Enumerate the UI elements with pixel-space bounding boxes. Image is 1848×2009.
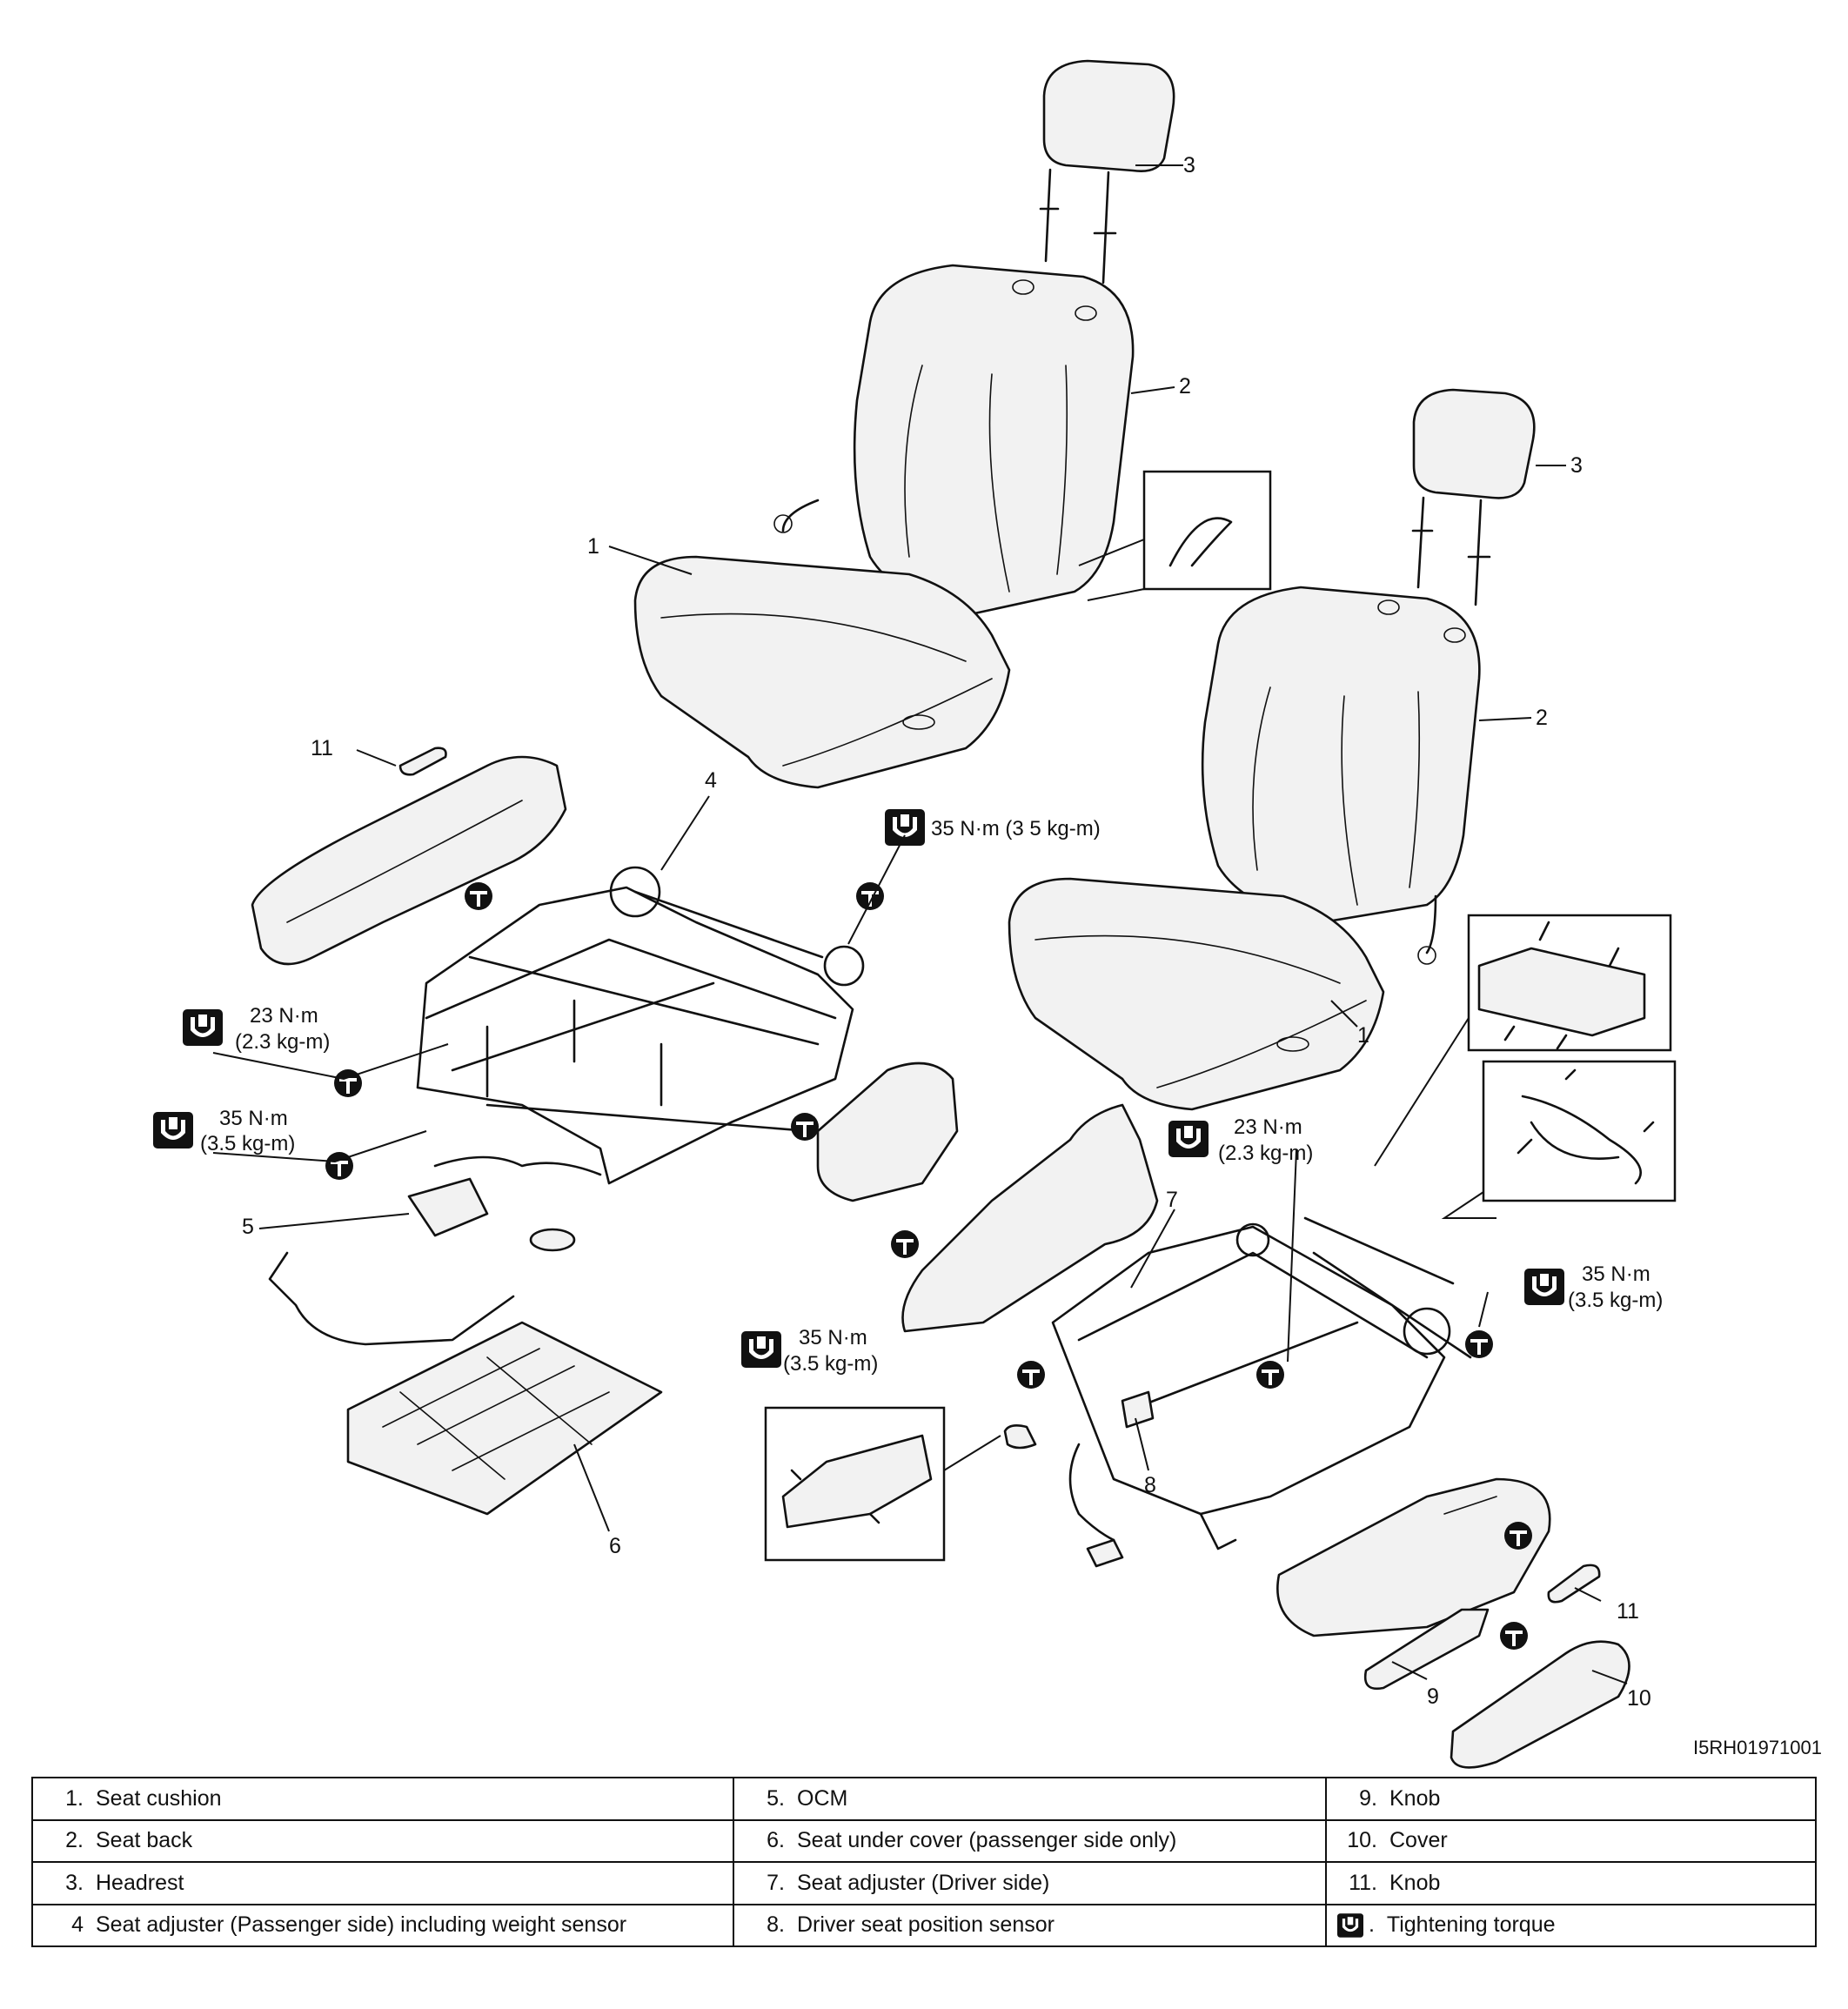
passenger-side-cover: [251, 755, 567, 966]
torque-label: (2.3 kg-m): [235, 1030, 330, 1054]
label-6: 6: [609, 1534, 621, 1558]
table-row: 1.Seat cushion 5.OCM 9.Knob: [31, 1777, 1817, 1821]
label-3: 3: [1570, 453, 1583, 478]
table-row: 2.Seat back 6.Seat under cover (passenge…: [31, 1818, 1817, 1863]
driver-seat-back: [1201, 586, 1481, 965]
legend-cell: 7.Seat adjuster (Driver side): [733, 1861, 1327, 1905]
passenger-side-trim: [816, 1061, 959, 1202]
table-row: 3.Headrest 7.Seat adjuster (Driver side)…: [31, 1861, 1817, 1905]
seat-exploded-diagram: 3 2 1 3 2 1 11 4 5 6 7 8 9 11 10 35 N·m …: [153, 59, 1677, 1769]
torque-label: 35 N·m: [1582, 1262, 1650, 1286]
label-4: 4: [705, 768, 717, 793]
driver-cover-10: [1450, 1640, 1630, 1769]
torque-label: (3.5 kg-m): [783, 1352, 878, 1376]
knob-detail-box-left: [764, 1406, 1037, 1562]
driver-seat-cushion: [1008, 877, 1385, 1111]
legend-cell: 8.Driver seat position sensor: [733, 1903, 1327, 1947]
label-5: 5: [242, 1215, 254, 1239]
label-7: 7: [1166, 1188, 1178, 1212]
driver-knob-11: [1547, 1564, 1601, 1604]
reference-code: I5RH01971001: [1692, 1737, 1822, 1758]
driver-knob-9: [1363, 1608, 1490, 1691]
torque-label: 23 N·m: [250, 1004, 318, 1028]
legend-cell: 10.Cover: [1325, 1818, 1817, 1863]
label-9: 9: [1427, 1684, 1439, 1709]
torque-label: (3.5 kg-m): [1568, 1289, 1663, 1312]
legend-cell: 3.Headrest: [31, 1861, 734, 1905]
tightening-torque-icon: [1337, 1913, 1363, 1939]
ocm-module: [407, 1155, 602, 1252]
legend-cell: 5.OCM: [733, 1777, 1327, 1821]
recliner-detail-box: [1078, 470, 1272, 601]
passenger-knob-11: [398, 747, 447, 776]
driver-seat-position-sensor: [1068, 1390, 1155, 1568]
driver-side-cover: [901, 1103, 1159, 1333]
label-2: 2: [1536, 706, 1548, 730]
label-10: 10: [1627, 1686, 1651, 1711]
legend-cell: 1.Seat cushion: [31, 1777, 734, 1821]
passenger-seat-back: [773, 264, 1135, 615]
torque-label: 35 N·m: [799, 1326, 867, 1349]
driver-headrest: [1411, 388, 1536, 606]
tightening-torque-icon: [885, 809, 925, 846]
legend-cell: 2.Seat back: [31, 1818, 734, 1863]
label-1: 1: [587, 534, 599, 559]
tightening-torque-icon: [183, 1009, 223, 1046]
seat-under-cover: [268, 1251, 663, 1516]
label-2: 2: [1179, 374, 1191, 398]
tightening-torque-icon: [741, 1331, 781, 1368]
rod: [1303, 1216, 1455, 1285]
torque-label: (3.5 kg-m): [200, 1132, 295, 1155]
legend-cell: 11.Knob: [1325, 1861, 1817, 1905]
legend-cell: 9.Knob: [1325, 1777, 1817, 1821]
torque-label: 35 N·m: [219, 1107, 288, 1130]
tightening-torque-icon: [153, 1112, 193, 1148]
torque-label: (2.3 kg-m): [1218, 1142, 1313, 1165]
passenger-seat-adjuster: [416, 866, 865, 1185]
leader-lines: [212, 164, 1628, 1684]
torque-label: 35 N·m (3 5 kg-m): [931, 817, 1101, 840]
label-11: 11: [311, 736, 333, 760]
tightening-torque-icon: [1168, 1121, 1209, 1157]
passenger-headrest: [1039, 59, 1175, 285]
label-3: 3: [1183, 153, 1195, 177]
tightening-torque-icon: [1524, 1269, 1564, 1305]
parts-legend-table: 1.Seat cushion 5.OCM 9.Knob 2.Seat back …: [31, 1777, 1817, 1947]
legend-cell: 6.Seat under cover (passenger side only): [733, 1818, 1327, 1863]
label-8: 8: [1144, 1473, 1156, 1497]
knob-detail-box-upper: [1374, 914, 1672, 1167]
passenger-seat-cushion: [633, 555, 1011, 789]
label-1: 1: [1357, 1023, 1369, 1048]
label-11: 11: [1617, 1599, 1639, 1624]
torque-label: 23 N·m: [1234, 1115, 1302, 1139]
legend-cell: . Tightening torque: [1325, 1903, 1817, 1947]
driver-seat-adjuster: [1051, 1222, 1472, 1550]
knob-detail-box-lower: [1441, 1060, 1677, 1219]
driver-side-trim: [1276, 1477, 1551, 1637]
